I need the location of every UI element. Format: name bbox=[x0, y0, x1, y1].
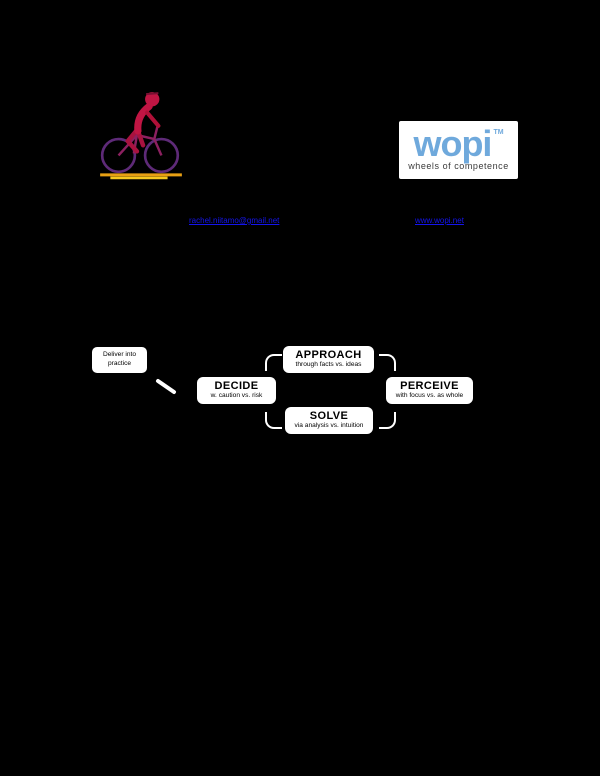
node-perceive-subtitle: with focus vs. as whole bbox=[395, 392, 464, 400]
cyclist-icon bbox=[96, 88, 186, 182]
node-solve-subtitle: via analysis vs. intuition bbox=[294, 422, 364, 430]
flow-loop-corner-bottom-right bbox=[379, 412, 396, 429]
node-decide-title: DECIDE bbox=[214, 379, 259, 392]
deliver-note-line1: Deliver into bbox=[103, 351, 136, 359]
wopi-tagline: wheels of competence bbox=[408, 161, 509, 172]
wopi-logo: wopi TM wheels of competence bbox=[399, 121, 518, 179]
node-perceive: PERCEIVE with focus vs. as whole bbox=[386, 377, 473, 404]
node-solve-title: SOLVE bbox=[309, 409, 349, 422]
connector-stroke bbox=[153, 376, 179, 398]
wopi-logo-brand-row: wopi TM bbox=[413, 122, 504, 164]
flow-loop-corner-bottom-left bbox=[265, 412, 282, 429]
node-decide-subtitle: w. caution vs. risk bbox=[210, 392, 263, 400]
node-approach-subtitle: through facts vs. ideas bbox=[295, 361, 362, 369]
node-solve: SOLVE via analysis vs. intuition bbox=[285, 407, 373, 434]
node-approach: APPROACH through facts vs. ideas bbox=[283, 346, 374, 373]
trademark-symbol: TM bbox=[493, 128, 504, 136]
website-link[interactable]: www.wopi.net bbox=[415, 216, 464, 225]
node-approach-title: APPROACH bbox=[295, 348, 362, 361]
deliver-note-line2: practice bbox=[107, 360, 132, 367]
wopi-brand-text: wopi bbox=[413, 122, 492, 164]
flow-loop-corner-top-right bbox=[379, 354, 396, 371]
flow-loop-corner-top-left bbox=[265, 354, 282, 371]
cyclist-illustration bbox=[100, 92, 182, 180]
node-perceive-title: PERCEIVE bbox=[400, 379, 459, 392]
deliver-into-practice-note: Deliver into practice bbox=[92, 347, 147, 373]
diagonal-connector-icon bbox=[156, 379, 176, 394]
email-link[interactable]: rachel.niitamo@gmail.net bbox=[189, 216, 280, 225]
node-decide: DECIDE w. caution vs. risk bbox=[197, 377, 276, 404]
